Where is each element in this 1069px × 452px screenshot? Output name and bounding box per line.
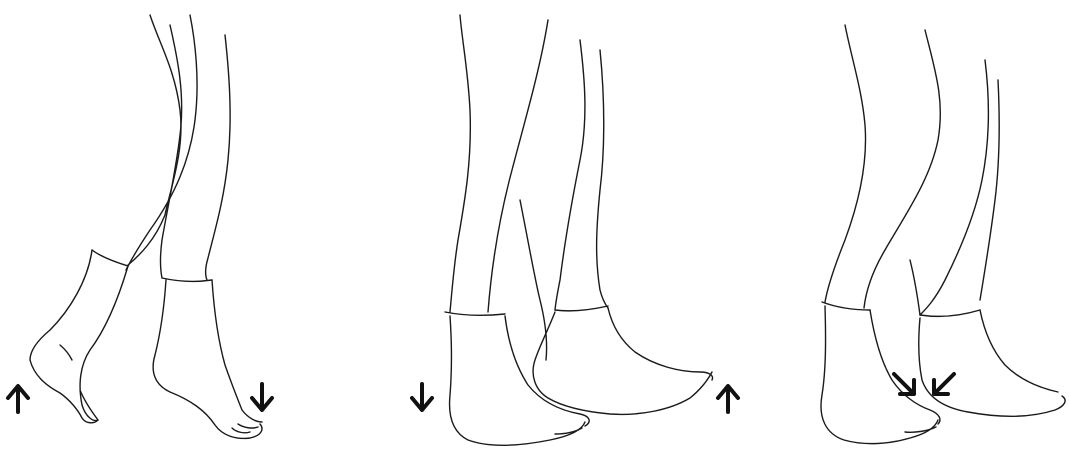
panel-1-back-leg: [30, 15, 197, 423]
panel-3-down-right-arrow-icon: [894, 374, 914, 394]
panel-2: [412, 15, 738, 445]
panel-2-back-leg: [520, 40, 713, 414]
panel-1-up-arrow-icon: [8, 386, 28, 412]
panel-2-down-arrow-icon: [412, 384, 432, 410]
panel-3-back-leg: [910, 60, 1065, 416]
panel-2-up-arrow-icon: [718, 386, 738, 412]
panel-1-front-leg: [153, 25, 262, 438]
panel-1-down-arrow-icon: [252, 384, 272, 410]
panel-1: [8, 15, 272, 438]
panel-3: [821, 25, 1065, 444]
panel-3-down-left-arrow-icon: [934, 374, 954, 394]
